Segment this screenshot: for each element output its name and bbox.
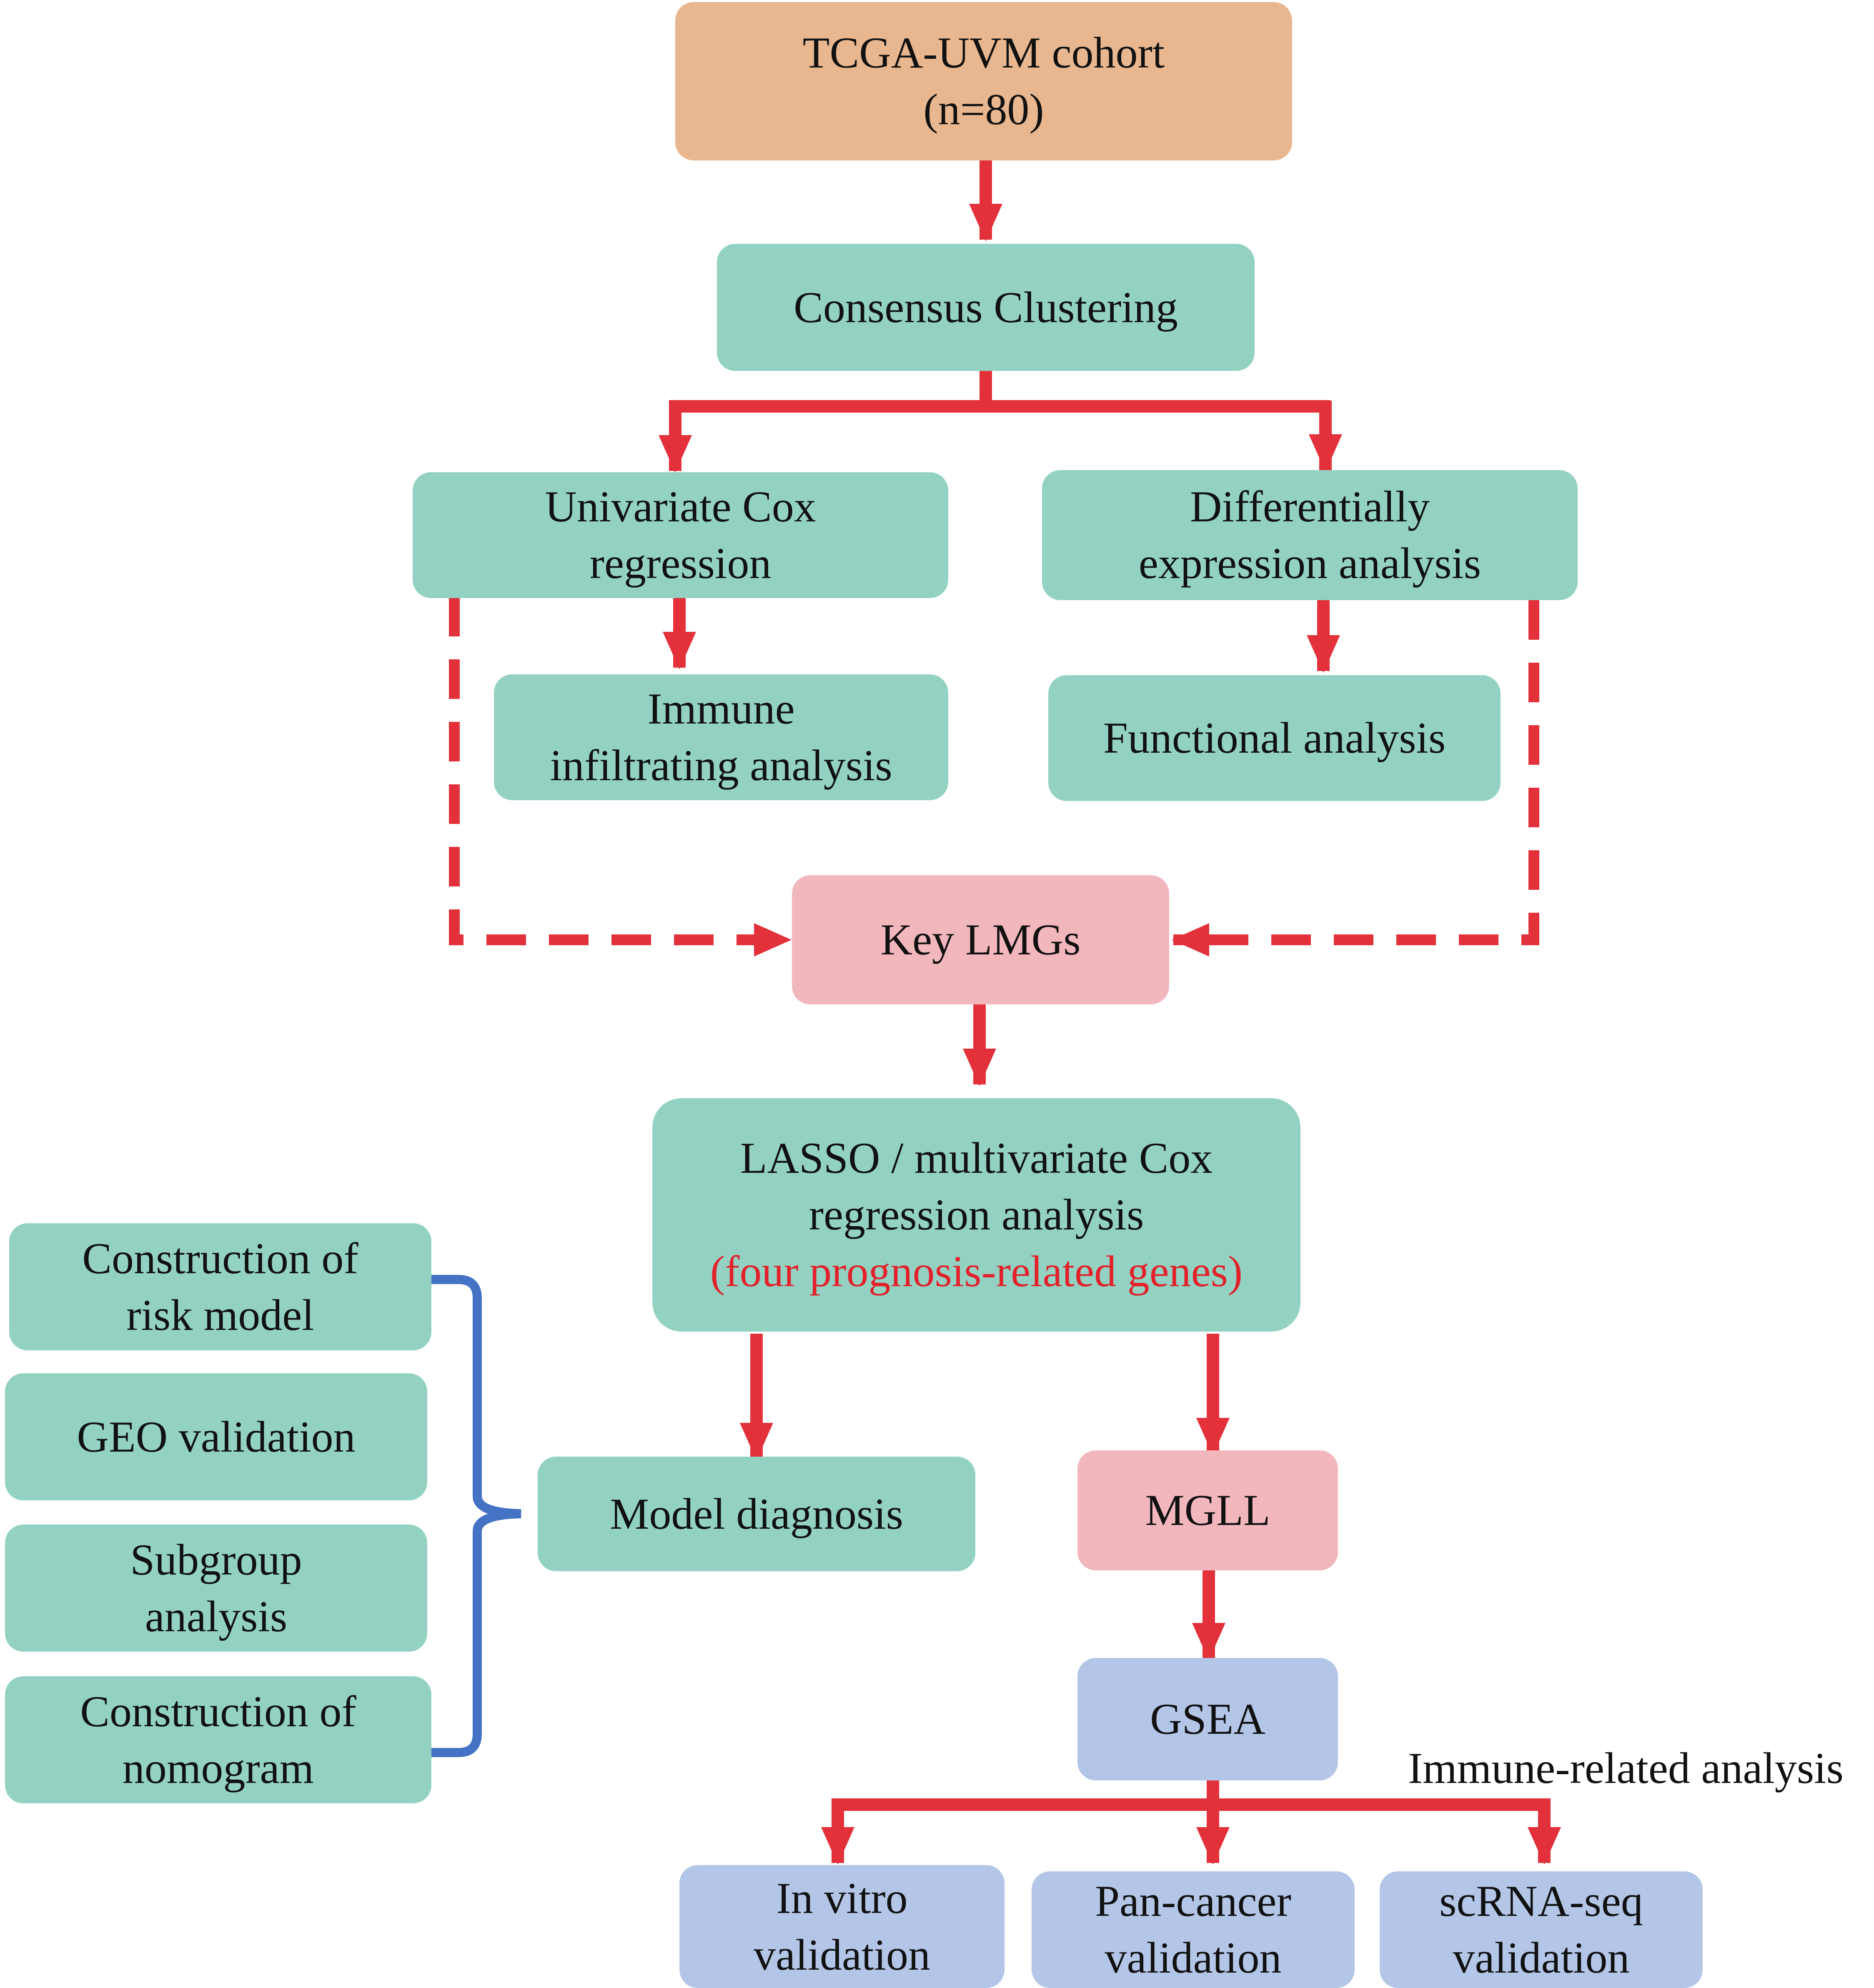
lasso-line3-highlight: (four prognosis-related genes) (710, 1247, 1243, 1296)
edge-differential-keylmgs-dashed (1172, 600, 1539, 956)
cohort-line2: (n=80) (923, 85, 1044, 134)
bracket-model-diagnosis (431, 1275, 521, 1757)
univariate-line1: Univariate Cox (545, 482, 816, 531)
geo-label: GEO validation (77, 1412, 356, 1461)
subgroup-line1: Subgroup (130, 1535, 302, 1584)
node-scrna-seq-validation: scRNA-seq validation (1380, 1871, 1703, 1988)
nomogram-line2: nomogram (122, 1743, 314, 1793)
node-nomogram: Construction of nomogram (5, 1676, 431, 1803)
node-differential-expression: Differentially expression analysis (1042, 470, 1578, 600)
node-model-diagnosis: Model diagnosis (538, 1457, 975, 1571)
model-diagnosis-label: Model diagnosis (610, 1489, 903, 1538)
node-mgll: MGLL (1077, 1450, 1338, 1570)
lasso-line1: LASSO / multivariate Cox (740, 1134, 1213, 1182)
differential-line2: expression analysis (1138, 539, 1481, 588)
node-tcga-uvm-cohort: TCGA-UVM cohort (n=80) (675, 2, 1292, 160)
node-pan-cancer-validation: Pan-cancer validation (1032, 1871, 1355, 1988)
node-consensus-clustering: Consensus Clustering (717, 244, 1255, 371)
node-lasso-cox: LASSO / multivariate Cox regression anal… (652, 1098, 1300, 1332)
node-immune-infiltrating: Immune infiltrating analysis (494, 674, 948, 800)
gsea-label: GSEA (1150, 1695, 1265, 1743)
nomogram-line1: Construction of (80, 1687, 356, 1736)
risk-model-line1: Construction of (82, 1234, 358, 1283)
subgroup-line2: analysis (145, 1592, 288, 1641)
node-in-vitro-validation: In vitro validation (679, 1865, 1005, 1988)
node-functional-analysis: Functional analysis (1048, 675, 1501, 801)
key-lmgs-label: Key LMGs (880, 915, 1081, 964)
immune-line2: infiltrating analysis (550, 741, 892, 790)
node-gsea: GSEA (1077, 1658, 1338, 1780)
lasso-line2: regression analysis (809, 1190, 1144, 1239)
in-vitro-line2: validation (754, 1930, 930, 1979)
cohort-line1: TCGA-UVM cohort (802, 28, 1165, 77)
risk-model-line2: risk model (126, 1290, 314, 1340)
node-subgroup-analysis: Subgroup analysis (5, 1525, 427, 1652)
immune-line1: Immune (647, 684, 795, 733)
consensus-label: Consensus Clustering (794, 283, 1178, 332)
scrna-line1: scRNA-seq (1439, 1877, 1643, 1925)
functional-label: Functional analysis (1103, 714, 1446, 762)
differential-line1: Differentially (1190, 482, 1430, 531)
node-risk-model: Construction of risk model (9, 1223, 431, 1350)
edge-univariate-keylmgs-dashed (449, 597, 792, 956)
immune-related-analysis-label: Immune-related analysis (1408, 1744, 1844, 1793)
pan-cancer-line2: validation (1105, 1933, 1282, 1982)
node-key-lmgs: Key LMGs (792, 875, 1169, 1004)
node-geo-validation: GEO validation (5, 1373, 427, 1500)
mgll-label: MGLL (1145, 1486, 1270, 1535)
node-univariate-cox: Univariate Cox regression (413, 472, 948, 598)
pan-cancer-line1: Pan-cancer (1095, 1877, 1291, 1925)
univariate-line2: regression (589, 539, 772, 588)
in-vitro-line1: In vitro (776, 1873, 908, 1923)
scrna-line2: validation (1453, 1933, 1630, 1982)
